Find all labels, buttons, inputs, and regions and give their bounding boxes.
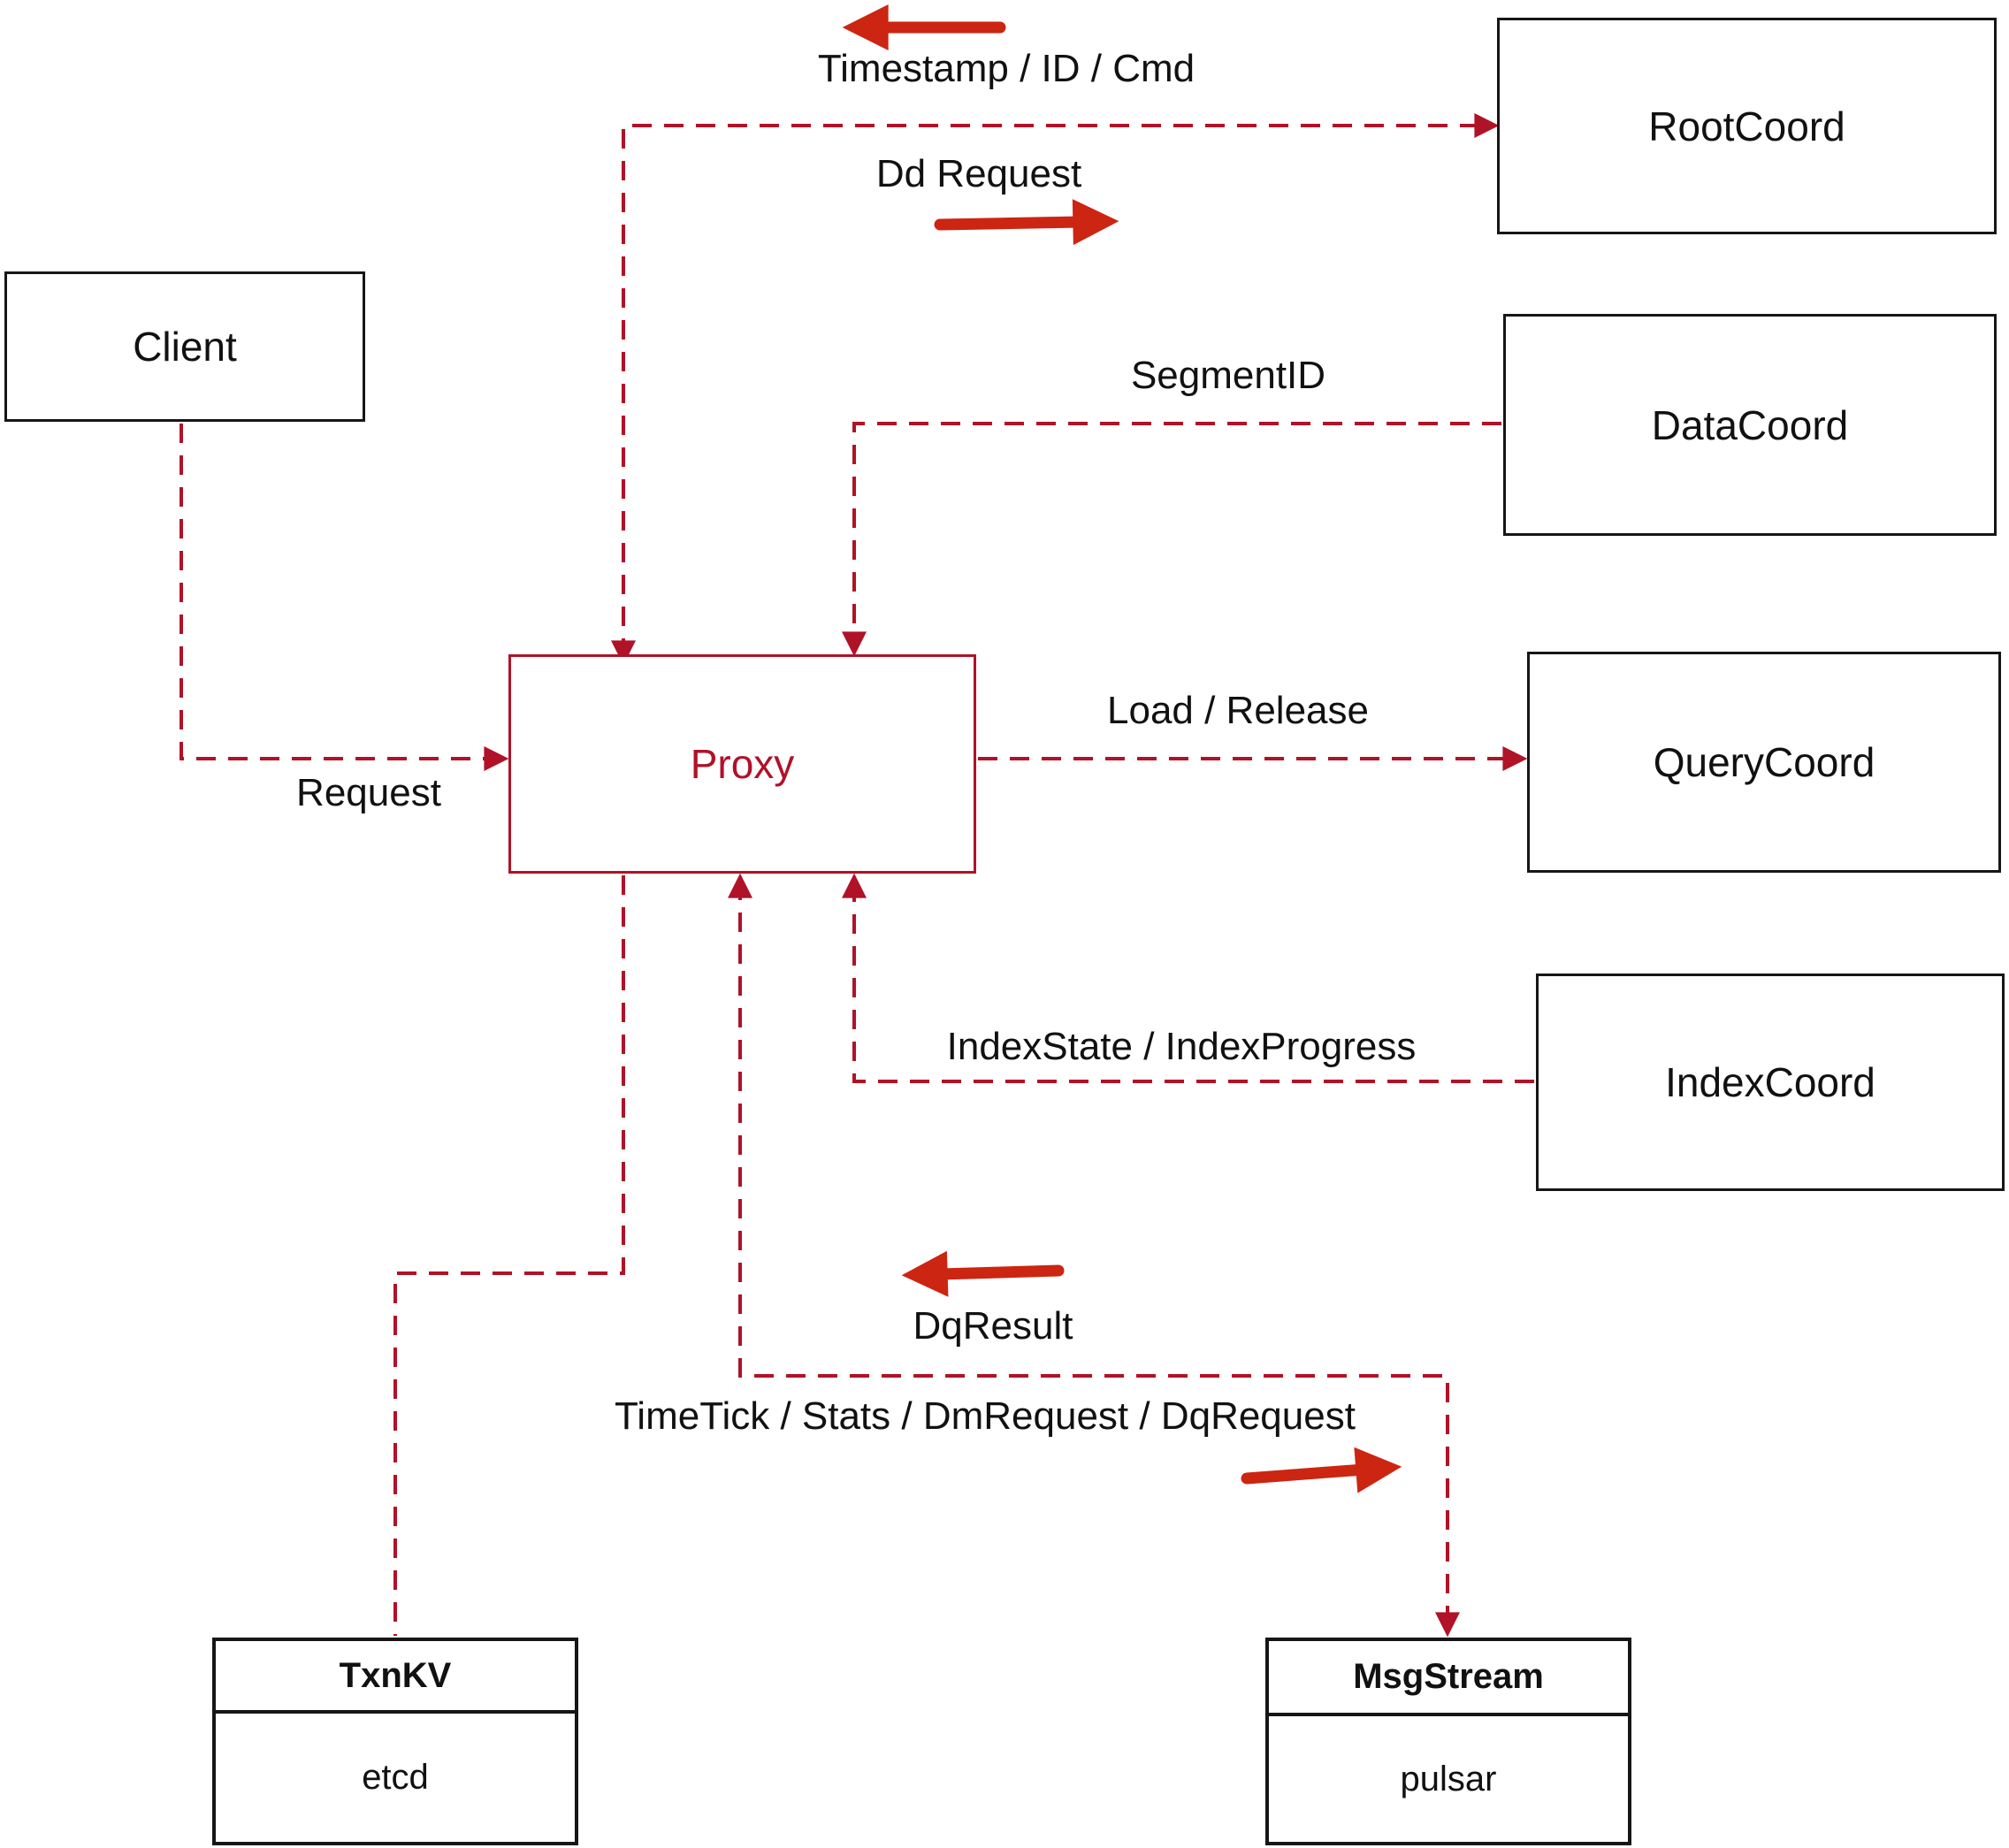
txnkv-impl: etcd: [362, 1758, 429, 1797]
msgstream-node: MsgStream pulsar: [1265, 1638, 1631, 1845]
proxy-node: Proxy: [508, 654, 976, 874]
edge-label-request: Request: [296, 771, 441, 814]
edge-client-proxy: [180, 424, 509, 771]
edge-label-dd-request: Dd Request: [875, 152, 1082, 195]
txnkv-node: TxnKV etcd: [212, 1638, 578, 1845]
indexcoord-label: IndexCoord: [1665, 1059, 1875, 1105]
rootcoord-label: RootCoord: [1648, 103, 1845, 149]
rootcoord-node: RootCoord: [1497, 18, 1997, 234]
dd-request-direction-right-arrow-icon: [934, 199, 1119, 246]
edge-label-timestamp-id-cmd: Timestamp / ID / Cmd: [817, 47, 1195, 90]
edge-label-index-state: IndexState / IndexProgress: [946, 1025, 1417, 1068]
client-node: Client: [4, 271, 365, 422]
edge-label-time-tick: TimeTick / Stats / DmRequest / DqRequest: [615, 1394, 1356, 1438]
msgstream-impl: pulsar: [1400, 1759, 1497, 1798]
client-label: Client: [133, 324, 237, 370]
datacoord-node: DataCoord: [1503, 314, 1997, 536]
edge-label-load-release: Load / Release: [1107, 689, 1369, 732]
edge-proxy-msgstream: [728, 873, 1460, 1638]
indexcoord-node: IndexCoord: [1536, 974, 2005, 1191]
txnkv-title: TxnKV: [216, 1641, 575, 1714]
edge-label-segment-id: SegmentID: [1130, 354, 1326, 397]
proxy-label: Proxy: [690, 741, 795, 787]
edge-label-dq-result: DqResult: [913, 1304, 1073, 1348]
msgstream-title: MsgStream: [1269, 1641, 1628, 1716]
querycoord-label: QueryCoord: [1653, 739, 1875, 785]
datacoord-label: DataCoord: [1651, 401, 1849, 448]
time-tick-direction-right-arrow-icon: [1241, 1447, 1402, 1493]
edge-proxy-txnkv: [393, 875, 625, 1636]
edge-proxy-rootcoord: [611, 113, 1500, 666]
querycoord-node: QueryCoord: [1527, 652, 2001, 873]
dq-result-direction-left-arrow-icon: [901, 1250, 1065, 1297]
edge-datacoord-proxy: [842, 422, 1501, 657]
